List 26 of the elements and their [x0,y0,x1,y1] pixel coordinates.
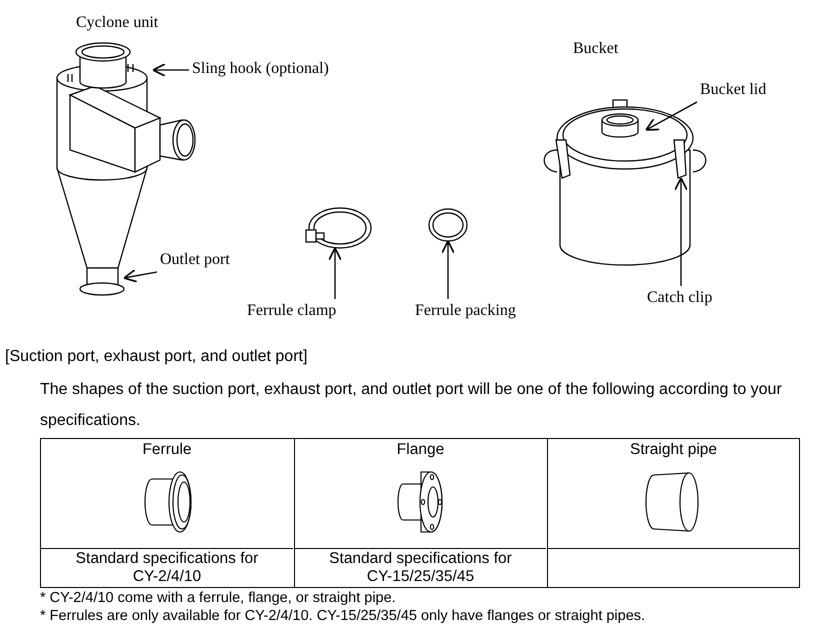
ferrule-packing-drawing [428,208,468,242]
ferrule-clamp-drawing [305,207,372,249]
column-header: Straight pipe [630,441,718,459]
table-text: Standard specifications for CY-15/25/35/45 [328,550,513,586]
bucket-drawing [544,99,706,266]
column-header: Flange [396,441,444,459]
footnote: * Ferrules are only available for CY-2/4/10. CY-15/25/35/45 only have flanges or straight pipes. [40,608,646,624]
leader-line [645,101,698,131]
leader-line [674,177,688,286]
table-text: Standard specifications for CY-2/4/10 [74,550,260,586]
column-header: Ferrule [142,441,192,459]
paragraph: The shapes of the suction port, exhaust port, and outlet port will be one of the following according to your specifications. [40,380,783,431]
leader-line [152,63,189,77]
drawing-title: Bucket [573,40,618,58]
drawing-title: Cyclone unit [76,14,158,32]
leader-line [123,269,158,283]
leader-line [441,240,455,299]
part-label: Catch clip [647,289,712,307]
part-label: Sling hook (optional) [192,60,329,78]
part-label: Ferrule clamp [247,302,336,320]
section-heading: [Suction port, exhaust port, and outlet port] [5,348,308,366]
part-label: Bucket lid [700,81,766,99]
part-label: Ferrule packing [415,302,516,320]
leader-line [328,247,342,299]
footnote: * CY-2/4/10 come with a ferrule, flange, or straight pipe. [40,590,396,606]
part-label: Outlet port [160,251,230,269]
